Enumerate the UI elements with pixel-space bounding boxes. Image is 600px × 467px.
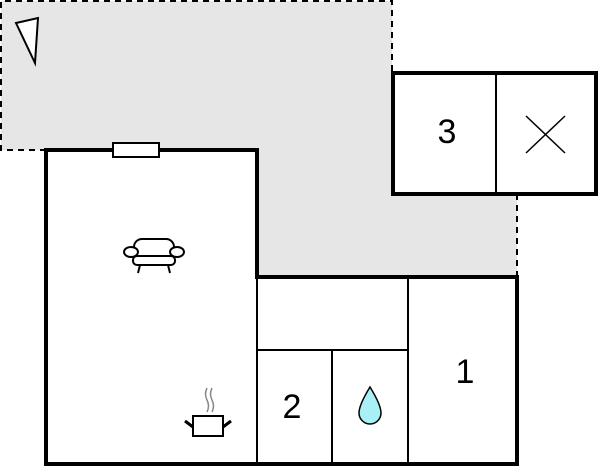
north-arrow-icon (14, 16, 40, 67)
main-building-walls (44, 148, 519, 466)
cross-icon (525, 115, 566, 154)
room-2-label: 2 (282, 388, 302, 426)
cooking-pot-icon (184, 387, 232, 437)
window (112, 142, 160, 158)
room-1-label: 1 (455, 353, 475, 391)
terrace-area (1, 1, 517, 277)
sofa-icon (123, 238, 185, 274)
room-3-label: 3 (437, 113, 457, 151)
water-drop-icon (358, 385, 382, 425)
annex-walls (391, 71, 598, 196)
terrace-dashed-border (0, 0, 393, 151)
